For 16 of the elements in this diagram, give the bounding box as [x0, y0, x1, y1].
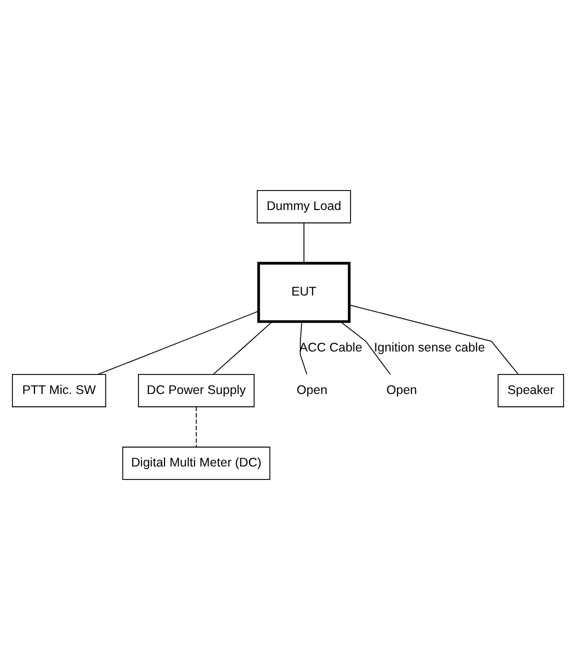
node-box: Digital Multi Meter (DC): [122, 446, 270, 480]
node-box: PTT Mic. SW: [12, 374, 106, 408]
node-box: Speaker: [498, 374, 564, 408]
connector: [340, 321, 391, 375]
node-box: EUT: [257, 262, 351, 323]
connector: [196, 406, 197, 448]
node-text: Open: [296, 382, 328, 397]
node-box: DC Power Supply: [138, 374, 255, 408]
connector: [348, 304, 519, 375]
connector: [300, 321, 308, 375]
connector: [97, 310, 259, 375]
edge-label: Ignition sense cable: [374, 340, 485, 354]
node-box: Dummy Load: [256, 190, 352, 224]
connector: [303, 222, 304, 264]
node-text: Open: [386, 382, 418, 397]
connector: [212, 321, 273, 375]
